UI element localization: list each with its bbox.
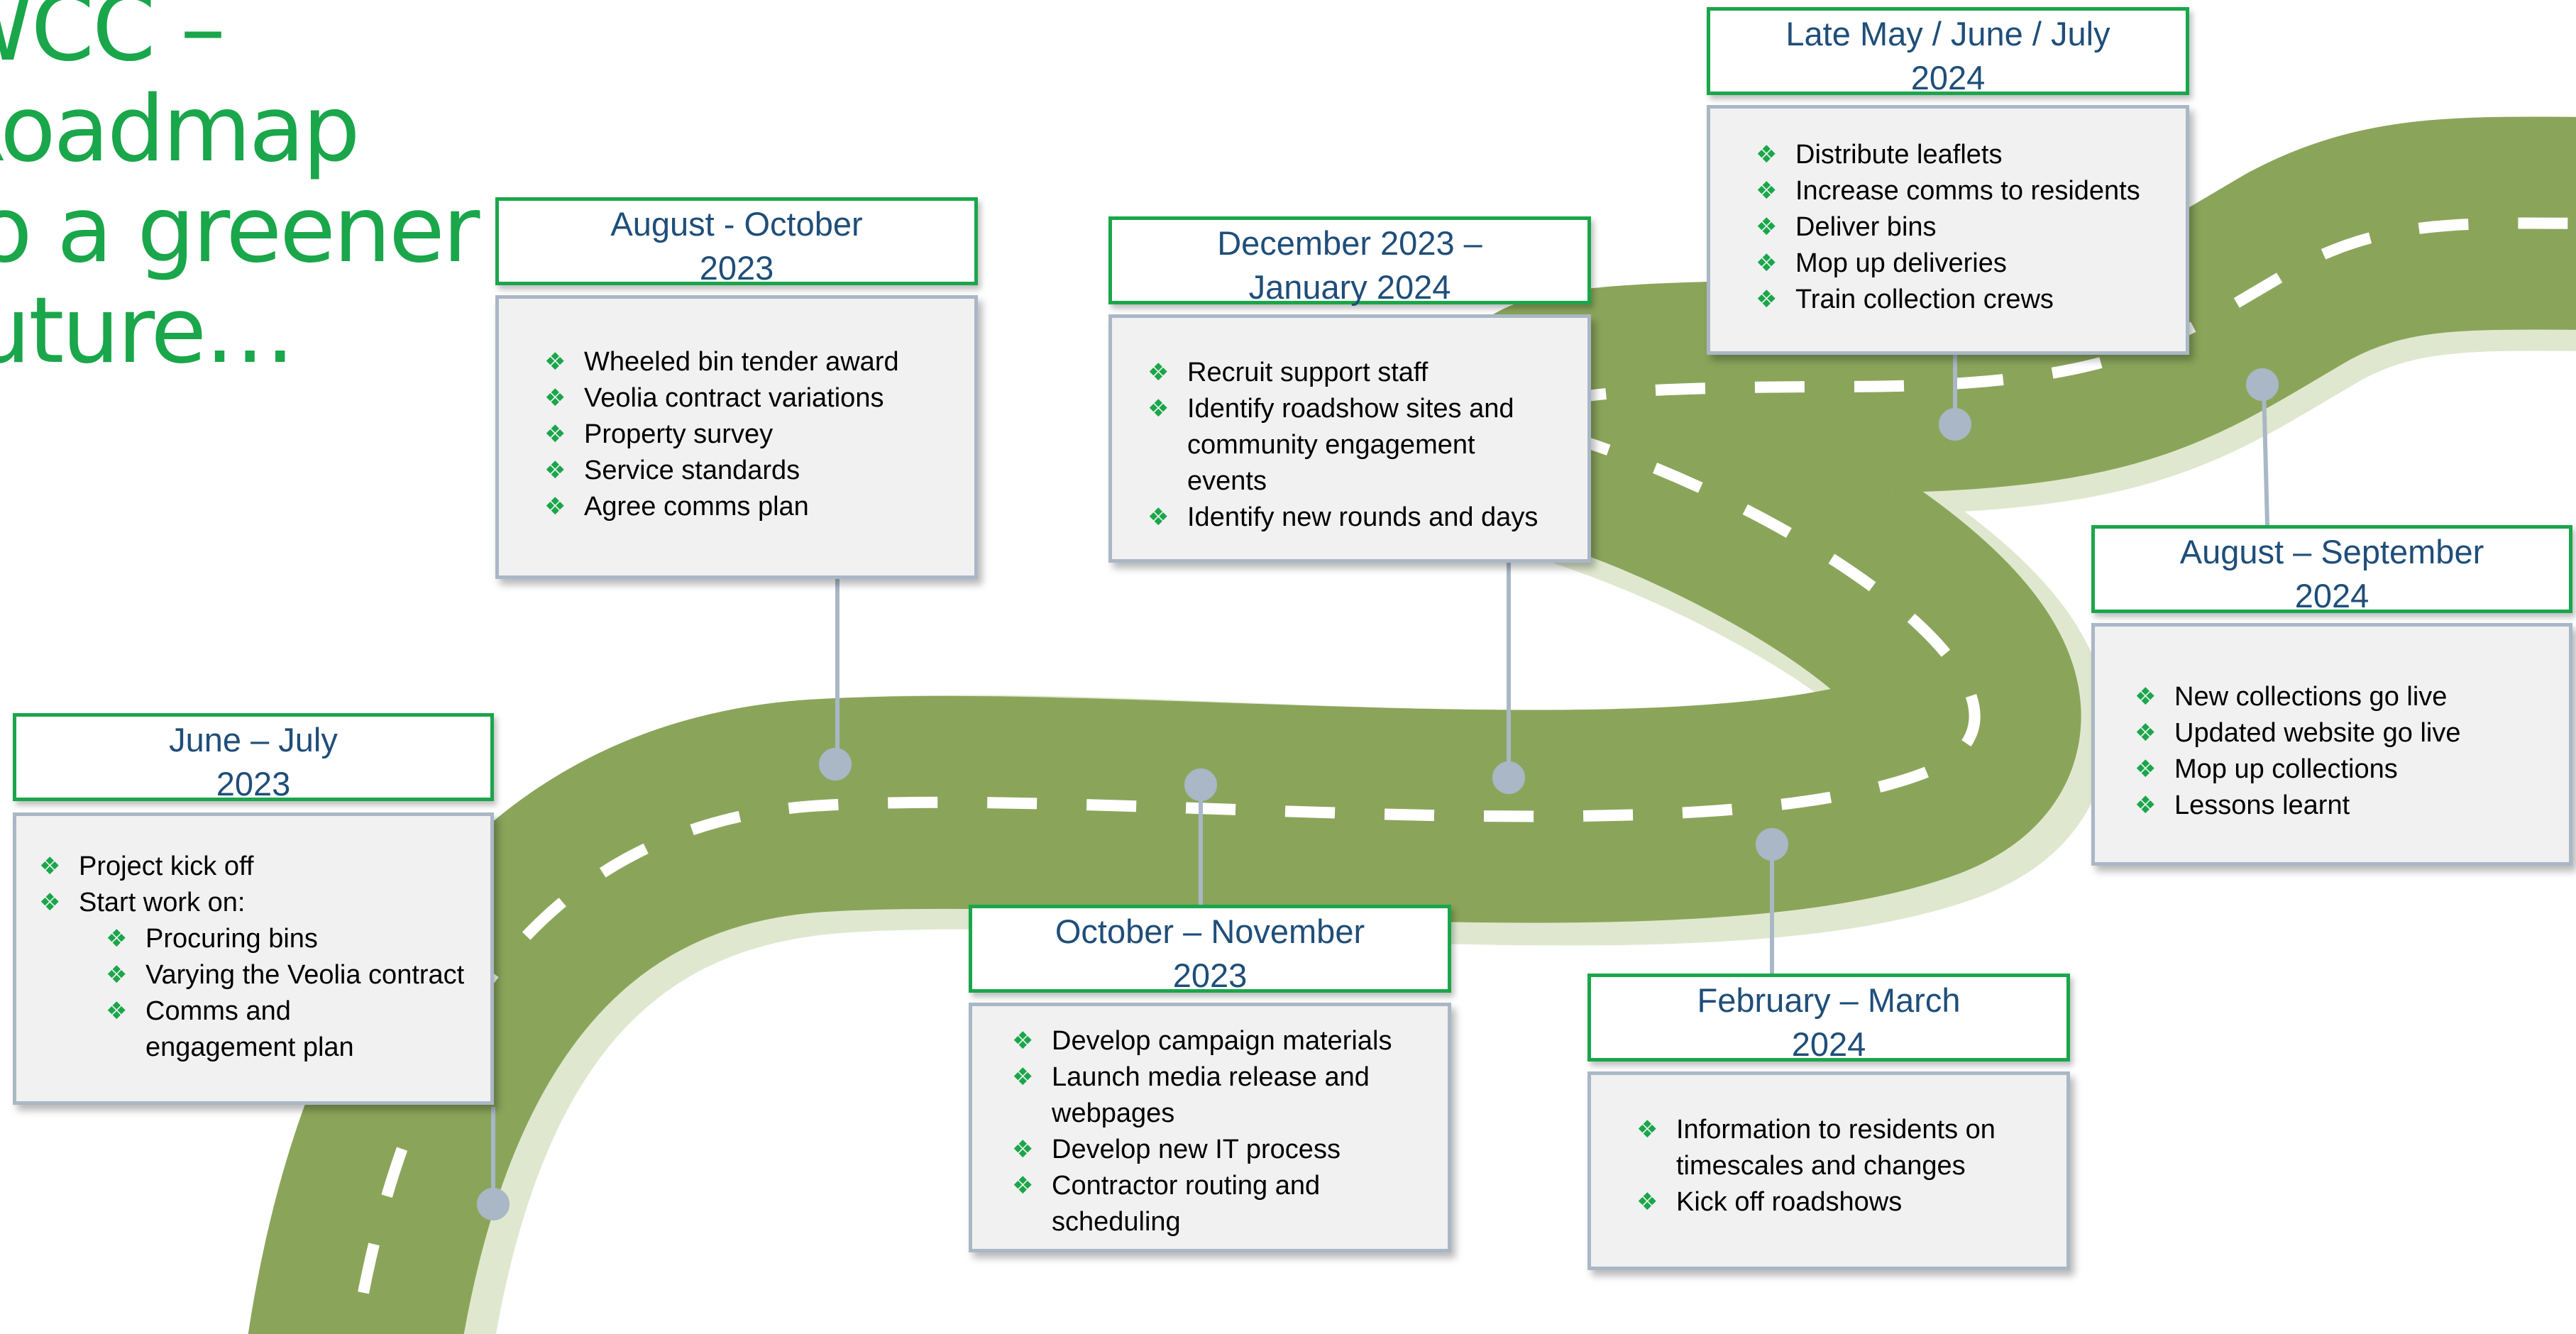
stage-card-dec-jan-2024: December 2023 – January 2024 ❖Recruit su…	[1108, 216, 1591, 563]
diamond-bullet-icon: ❖	[106, 925, 128, 953]
stage-item: ❖Increase comms to residents	[1754, 173, 2186, 209]
stage-item-list: ❖Recruit support staff ❖Identify roadsho…	[1146, 355, 1558, 536]
diamond-bullet-icon: ❖	[1012, 1172, 1034, 1200]
milestone-dot-jun-jul-2023	[477, 1188, 510, 1220]
road-center-dashes	[350, 217, 2576, 1334]
stage-item: ❖Kick off roadshows	[1635, 1184, 2018, 1220]
diamond-bullet-icon: ❖	[544, 420, 566, 448]
diamond-bullet-icon: ❖	[1012, 1063, 1034, 1091]
stage-item: ❖Lessons learnt	[2133, 788, 2569, 824]
stage-item: ❖Contractor routing and scheduling	[1011, 1168, 1408, 1240]
diamond-bullet-icon: ❖	[1636, 1188, 1658, 1216]
stage-item: ❖Identify new rounds and days	[1146, 500, 1558, 536]
stage-item: ❖Recruit support staff	[1146, 355, 1558, 391]
stage-heading: August – September 2024	[2091, 525, 2572, 614]
stage-item-list: ❖Develop campaign materials ❖Launch medi…	[1011, 1023, 1408, 1240]
diamond-bullet-icon: ❖	[1756, 177, 1778, 205]
stage-item-list: ❖Distribute leaflets ❖Increase comms to …	[1754, 137, 2186, 318]
timeline-connectors	[477, 351, 2279, 1220]
diamond-bullet-icon: ❖	[1147, 395, 1169, 423]
stage-item-list: ❖Wheeled bin tender award ❖Veolia contra…	[543, 344, 974, 525]
stage-subitem: ❖Procuring bins	[104, 921, 490, 957]
stage-item: ❖Mop up collections	[2133, 751, 2569, 788]
milestone-dot-oct-nov-2023	[1184, 768, 1217, 801]
milestone-dot-aug-oct-2023	[819, 748, 852, 781]
stage-subitem: ❖Varying the Veolia contract	[104, 957, 490, 993]
stage-item: ❖New collections go live	[2133, 679, 2569, 715]
stage-item-list: ❖New collections go live ❖Updated websit…	[2133, 679, 2569, 824]
stage-card-feb-mar-2024: February – March 2024 ❖Information to re…	[1587, 974, 2070, 1270]
stage-item: ❖Project kick off	[38, 849, 490, 885]
stage-item: ❖Service standards	[543, 453, 974, 489]
stage-body: ❖Develop campaign materials ❖Launch medi…	[969, 1003, 1451, 1252]
stage-item: ❖Agree comms plan	[543, 489, 974, 525]
diamond-bullet-icon: ❖	[544, 492, 566, 521]
stage-heading: Late May / June / July 2024	[1707, 7, 2189, 97]
diamond-bullet-icon: ❖	[1756, 249, 1778, 277]
diamond-bullet-icon: ❖	[39, 852, 61, 881]
diamond-bullet-icon: ❖	[106, 997, 128, 1025]
diamond-bullet-icon: ❖	[544, 456, 566, 485]
stage-item: ❖Develop campaign materials	[1011, 1023, 1408, 1059]
stage-item: ❖Develop new IT process	[1011, 1132, 1408, 1168]
stage-body: ❖Wheeled bin tender award ❖Veolia contra…	[495, 295, 978, 579]
stage-item: ❖Property survey	[543, 417, 974, 453]
stage-heading: October – November 2023	[969, 905, 1451, 994]
stage-body: ❖Recruit support staff ❖Identify roadsho…	[1108, 314, 1591, 563]
diamond-bullet-icon: ❖	[106, 961, 128, 989]
stage-item: ❖Launch media release and webpages	[1011, 1059, 1408, 1132]
diamond-bullet-icon: ❖	[544, 348, 566, 376]
stage-card-jun-jul-2023: June – July 2023 ❖Project kick off ❖Star…	[13, 713, 494, 1105]
stage-item: ❖Veolia contract variations	[543, 380, 974, 417]
diamond-bullet-icon: ❖	[1012, 1135, 1034, 1164]
stage-heading: June – July 2023	[13, 713, 494, 803]
page-title: WCC – Roadmap to a greener future…	[0, 0, 480, 384]
stage-subitem: ❖Comms and engagement plan	[104, 993, 444, 1066]
milestone-dot-dec-jan-2024	[1492, 761, 1525, 794]
diamond-bullet-icon: ❖	[1756, 285, 1778, 314]
diamond-bullet-icon: ❖	[2135, 719, 2157, 747]
stage-item-list: ❖Project kick off ❖Start work on: ❖Procu…	[38, 849, 490, 1066]
stage-card-oct-nov-2023: October – November 2023 ❖Develop campaig…	[969, 905, 1451, 1252]
stage-item: ❖Updated website go live	[2133, 715, 2569, 751]
connector-aug-sep-2024	[2262, 386, 2269, 526]
stage-card-may-jul-2024: Late May / June / July 2024 ❖Distribute …	[1707, 7, 2189, 355]
stage-item-list: ❖Information to residents on timescales …	[1635, 1112, 2018, 1220]
stage-item: ❖Mop up deliveries	[1754, 246, 2186, 282]
stage-item: ❖Distribute leaflets	[1754, 137, 2186, 173]
diamond-bullet-icon: ❖	[1756, 213, 1778, 241]
milestone-dot-feb-mar-2024	[1756, 828, 1788, 861]
stage-heading: December 2023 – January 2024	[1108, 216, 1591, 306]
diamond-bullet-icon: ❖	[2135, 791, 2157, 820]
diamond-bullet-icon: ❖	[39, 888, 61, 917]
diamond-bullet-icon: ❖	[1012, 1027, 1034, 1055]
diamond-bullet-icon: ❖	[2135, 755, 2157, 783]
stage-item: ❖Deliver bins	[1754, 209, 2186, 246]
stage-heading: February – March 2024	[1587, 974, 2070, 1063]
stage-body: ❖Distribute leaflets ❖Increase comms to …	[1707, 105, 2189, 355]
milestone-dot-aug-sep-2024	[2246, 368, 2279, 401]
stage-heading: August - October 2023	[495, 197, 978, 287]
stage-item: ❖Train collection crews	[1754, 282, 2186, 318]
stage-card-aug-sep-2024: August – September 2024 ❖New collections…	[2091, 525, 2572, 866]
diamond-bullet-icon: ❖	[1756, 140, 1778, 169]
stage-item: ❖Information to residents on timescales …	[1635, 1112, 2018, 1184]
diamond-bullet-icon: ❖	[544, 384, 566, 412]
milestone-dot-may-jul-2024	[1939, 408, 1971, 441]
stage-body: ❖Information to residents on timescales …	[1587, 1071, 2070, 1270]
diamond-bullet-icon: ❖	[1147, 503, 1169, 531]
diamond-bullet-icon: ❖	[2135, 683, 2157, 711]
stage-card-aug-oct-2023: August - October 2023 ❖Wheeled bin tende…	[495, 197, 978, 579]
stage-item: ❖Identify roadshow sites and community e…	[1146, 391, 1558, 500]
stage-body: ❖New collections go live ❖Updated websit…	[2091, 623, 2572, 866]
diamond-bullet-icon: ❖	[1147, 358, 1169, 387]
diamond-bullet-icon: ❖	[1636, 1115, 1658, 1144]
stage-item: ❖Wheeled bin tender award	[543, 344, 974, 380]
stage-item: ❖Start work on:	[38, 885, 490, 921]
stage-body: ❖Project kick off ❖Start work on: ❖Procu…	[13, 812, 494, 1105]
